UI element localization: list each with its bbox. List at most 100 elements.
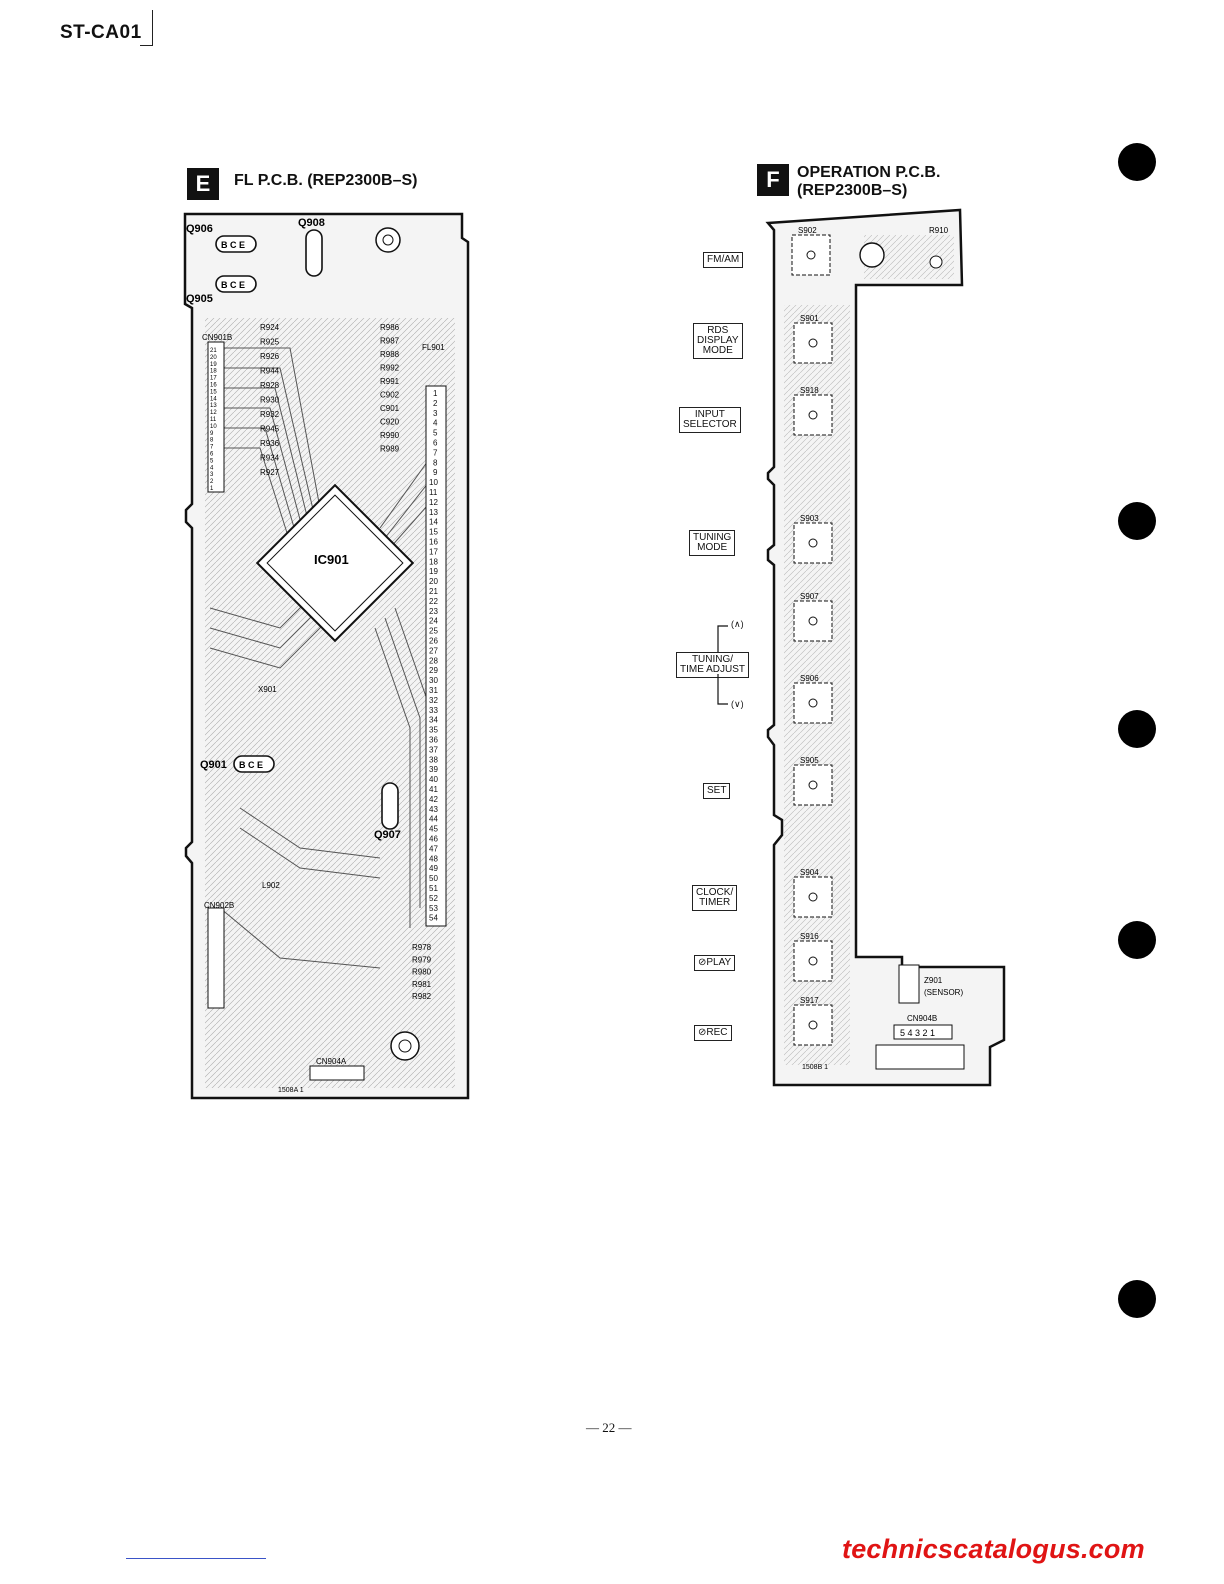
fl-pcb-diagram: 1234567891011121314151617181920212223242… xyxy=(183,212,470,1100)
fl-pin-number: 12 xyxy=(429,498,438,507)
switch-contact xyxy=(808,780,818,790)
fl-pin-number: 9 xyxy=(433,468,438,477)
fl-part-label: R989 xyxy=(380,445,400,454)
fl-resistor-label: R936 xyxy=(260,439,280,448)
key-play: ⊘PLAY xyxy=(694,955,736,971)
fl-pin-number: 44 xyxy=(429,815,438,824)
key-fm-am: FM/AM xyxy=(703,252,744,268)
fl-pin-number: 5 xyxy=(433,429,438,438)
fl-pin-number: 23 xyxy=(429,607,438,616)
cn901b-pin: 2 xyxy=(210,479,214,485)
q905-label: Q905 xyxy=(186,293,213,305)
cn901b-pin: 9 xyxy=(210,431,214,437)
q906-label: Q906 xyxy=(186,223,213,235)
switch-label: S907 xyxy=(800,592,819,601)
fl-pin-number: 38 xyxy=(429,755,438,764)
fl-part-label: C902 xyxy=(380,391,400,400)
registration-dot-2 xyxy=(1118,502,1156,540)
board-f-tag: F xyxy=(757,164,789,196)
switch-label: S901 xyxy=(800,314,819,323)
registration-dot-1 xyxy=(1118,143,1156,181)
fl-pin-number: 45 xyxy=(429,825,438,834)
switch-label: S902 xyxy=(798,226,817,235)
fl-pin-number: 25 xyxy=(429,627,438,636)
fl-pin-number: 48 xyxy=(429,854,438,863)
fl-pin-number: 24 xyxy=(429,617,438,626)
switch-contact xyxy=(808,698,818,708)
switch-label: S903 xyxy=(800,514,819,523)
fl-pin-number: 7 xyxy=(433,448,438,457)
fl-pin-number: 37 xyxy=(429,745,438,754)
tuning-bracket xyxy=(717,625,728,705)
fl-pin-number: 13 xyxy=(429,508,438,517)
fl-pin-number: 6 xyxy=(433,439,438,448)
cn901b-pin: 8 xyxy=(210,438,214,444)
board-f-title-line1: OPERATION P.C.B. xyxy=(797,164,941,181)
cn901b-pin: 4 xyxy=(210,465,214,471)
cn901b-label: CN901B xyxy=(202,333,232,342)
fl-pin-number: 33 xyxy=(429,706,438,715)
switch-label: S917 xyxy=(800,996,819,1005)
key-clock-timer: CLOCK/TIMER xyxy=(692,885,738,911)
fl-part-label: R986 xyxy=(380,323,400,332)
fl-resistor-label: R926 xyxy=(260,352,280,361)
cn901b-pin: 18 xyxy=(210,369,217,375)
fl-pin-number: 11 xyxy=(429,488,438,497)
cn901b-pin: 12 xyxy=(210,410,217,416)
cn901b-pin: 14 xyxy=(210,396,217,402)
fl-pin-number: 8 xyxy=(433,458,438,467)
cn901b-pin: 1 xyxy=(210,486,214,492)
q907-label: Q907 xyxy=(374,829,401,841)
fl-part-label: R982 xyxy=(412,992,432,1001)
fl-part-label: R980 xyxy=(412,968,432,977)
switch-contact xyxy=(808,892,818,902)
fl-part-label: C920 xyxy=(380,418,400,427)
fl-pin-number: 54 xyxy=(429,914,438,923)
cn901b-pin: 11 xyxy=(210,417,217,423)
q908-label: Q908 xyxy=(298,217,325,229)
fl-pin-number: 32 xyxy=(429,696,438,705)
z901-label: Z901 xyxy=(924,976,943,985)
fl-pin-number: 51 xyxy=(429,884,438,893)
registration-dot-5 xyxy=(1118,1280,1156,1318)
board-f-title-line2: (REP2300B–S) xyxy=(797,182,908,199)
fl-pin-number: 2 xyxy=(433,399,438,408)
ic901-label: IC901 xyxy=(314,552,349,567)
board-e-tag: E xyxy=(187,168,219,200)
l902-label: L902 xyxy=(262,881,280,890)
cn901b-pin: 21 xyxy=(210,348,217,354)
switch-contact xyxy=(808,538,818,548)
board-f-title: OPERATION P.C.B. (REP2300B–S) xyxy=(797,164,940,200)
q905-bce: B C E xyxy=(221,280,245,290)
fl-resistor-label: R932 xyxy=(260,410,280,419)
cn901b-pin: 13 xyxy=(210,403,217,409)
fl-pin-number: 4 xyxy=(433,419,438,428)
cn901b-pin: 20 xyxy=(210,355,217,361)
fl-resistor-label: R945 xyxy=(260,425,280,434)
tuning-down-arrow: (∨) xyxy=(731,699,744,709)
fl-pin-number: 21 xyxy=(429,587,438,596)
tuning-up-arrow: (∧) xyxy=(731,619,744,629)
switch-contact xyxy=(808,616,818,626)
q901-bce: B C E xyxy=(239,760,263,770)
fl-resistor-label: R925 xyxy=(260,338,280,347)
key-rec: ⊘REC xyxy=(694,1025,732,1041)
key-set: SET xyxy=(703,783,731,799)
fl-part-label: R979 xyxy=(412,955,432,964)
op-pcb-diagram: S902S901S918S903S907S906S905S904S916S917… xyxy=(765,208,1006,1087)
fl-resistor-label: R928 xyxy=(260,381,280,390)
cn901b-pin: 5 xyxy=(210,458,214,464)
cn904b-pins: 5 4 3 2 1 xyxy=(900,1028,935,1038)
cn901b-pin: 16 xyxy=(210,383,217,389)
fl-pin-number: 27 xyxy=(429,646,438,655)
fl-pin-number: 3 xyxy=(433,409,438,418)
switch-contact xyxy=(806,250,816,260)
fl-pin-number: 40 xyxy=(429,775,438,784)
fl-pin-number: 26 xyxy=(429,637,438,646)
fl-pin-number: 18 xyxy=(429,557,438,566)
footer-rule xyxy=(126,1558,266,1559)
fl901-label: FL901 xyxy=(422,343,445,352)
fl-pin-number: 52 xyxy=(429,894,438,903)
header-divider xyxy=(152,10,153,46)
